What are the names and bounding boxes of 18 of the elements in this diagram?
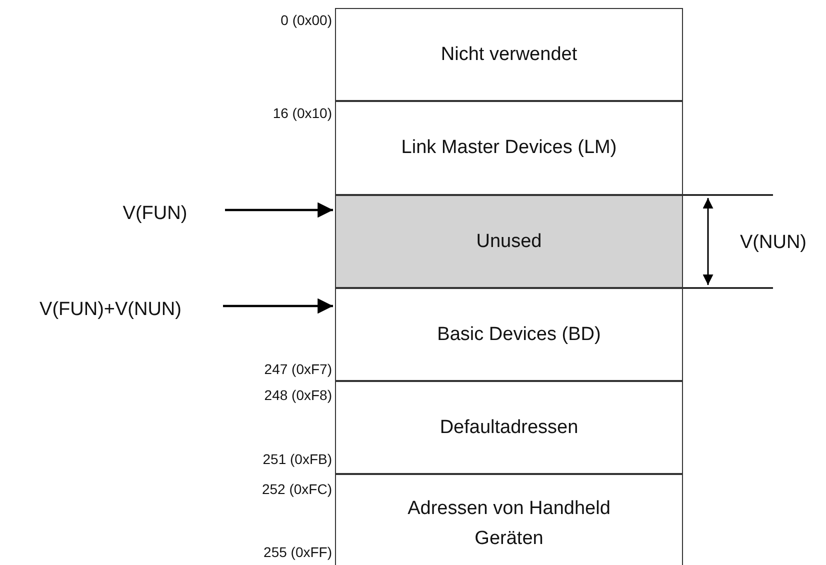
address-number: 16 (0x10) <box>272 105 332 121</box>
address-number: 252 (0xFC) <box>262 481 332 497</box>
dimension-label: V(NUN) <box>740 232 806 254</box>
address-range-box: Nicht verwendet <box>335 8 683 101</box>
text-label: V(FUN)+V(NUN) <box>40 299 182 321</box>
address-range-box: Defaultadressen <box>335 381 683 474</box>
arrow <box>223 298 333 314</box>
address-number: 255 (0xFF) <box>264 544 332 560</box>
address-range-box: Adressen von Handheld Geräten <box>335 474 683 565</box>
address-range-box: Basic Devices (BD) <box>335 288 683 381</box>
address-number: 248 (0xF8) <box>264 387 332 403</box>
address-number: 247 (0xF7) <box>264 361 332 377</box>
address-number: 251 (0xFB) <box>262 451 332 467</box>
arrow <box>225 202 333 218</box>
address-number: 0 (0x00) <box>280 12 332 28</box>
shaded-address-range: Unused <box>335 195 683 288</box>
address-range-box: Link Master Devices (LM) <box>335 101 683 195</box>
text-label: V(FUN) <box>122 203 188 225</box>
